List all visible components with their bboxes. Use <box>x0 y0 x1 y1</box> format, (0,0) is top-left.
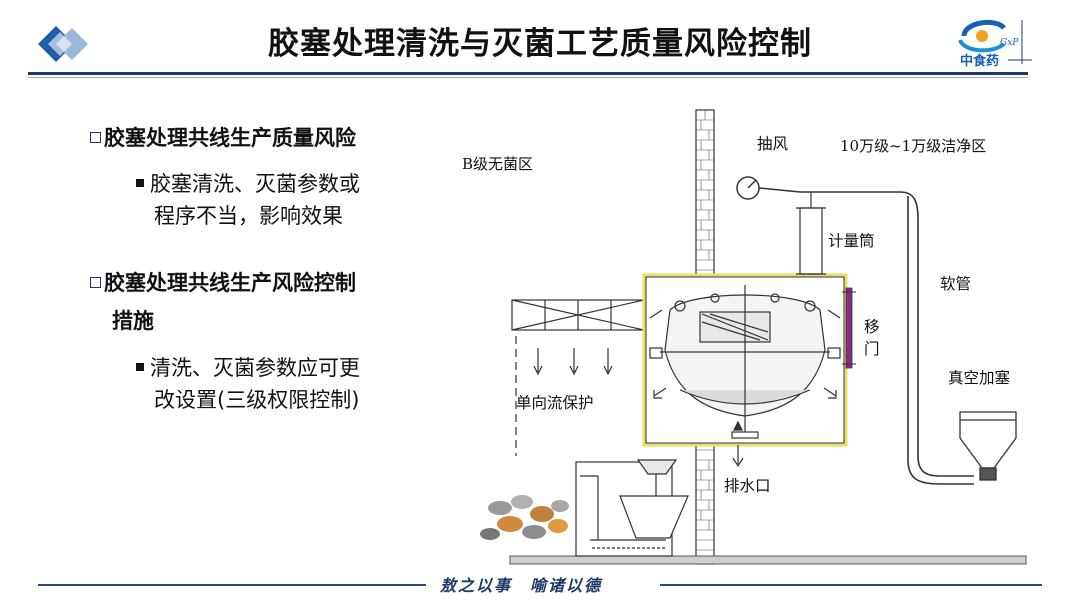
chamber-inner-border <box>645 276 845 444</box>
section2-item-line2: 改设置(三级权限控制) <box>154 388 360 412</box>
header-divider-thin <box>28 77 1028 78</box>
rotary-vessel <box>649 285 841 439</box>
section2-item: 清洗、灭菌参数应可更 改设置(三级权限控制) <box>136 352 360 416</box>
section1-item-line2: 程序不当，影响效果 <box>154 204 343 228</box>
label-clean-zone: 10万级~1万级洁净区 <box>840 137 987 155</box>
section1-heading-text: 胶塞处理共线生产质量风险 <box>104 126 356 150</box>
sliding-door <box>845 287 853 369</box>
filled-square-bullet-icon <box>136 179 144 187</box>
logo-text: 中食药 <box>960 54 1000 69</box>
company-logo-icon <box>958 19 1032 64</box>
label-hose: 软管 <box>940 275 972 293</box>
door-hinges <box>842 291 856 365</box>
section1-item: 胶塞清洗、灭菌参数或 程序不当，影响效果 <box>136 168 360 232</box>
footer-line-right <box>660 584 1042 586</box>
section2-heading-text: 胶塞处理共线生产风险控制 <box>104 271 356 295</box>
logo-gxp-text: GxP <box>1000 38 1019 48</box>
label-b-grade-zone: B级无菌区 <box>462 155 534 173</box>
floor <box>509 555 1027 565</box>
label-vacuum-loading: 真空加塞 <box>948 369 1011 387</box>
footer-line-left <box>38 584 426 586</box>
process-diagram <box>480 109 1027 565</box>
footer-motto: 敖之以事 喻诸以德 <box>440 576 603 595</box>
hose-inner <box>907 196 974 485</box>
label-metering-tube: 计量筒 <box>828 232 875 250</box>
stopper-loader-machine <box>575 459 689 557</box>
metering-tube <box>796 192 826 275</box>
vacuum-hopper <box>959 411 1017 481</box>
section1-item-line1: 胶塞清洗、灭菌参数或 <box>150 172 360 196</box>
section2-item-line1: 清洗、灭菌参数应可更 <box>150 356 360 380</box>
label-unidirectional-flow: 单向流保护 <box>516 394 594 412</box>
exhaust-fan-icon <box>736 176 900 200</box>
label-drain: 排水口 <box>724 477 771 495</box>
nav-diamond-icon <box>38 26 88 62</box>
rubber-stoppers-photo <box>480 495 569 540</box>
section2-heading-line2: 措施 <box>112 309 154 333</box>
page-title: 胶塞处理清洗与灭菌工艺质量风险控制 <box>268 26 812 62</box>
laminar-flow-hood <box>511 299 645 456</box>
hose <box>899 191 974 477</box>
drain-arrow <box>732 420 744 468</box>
filled-square-bullet-icon <box>136 363 144 371</box>
section1-heading: 胶塞处理共线生产质量风险 <box>90 122 356 152</box>
section2-heading: 胶塞处理共线生产风险控制 措施 <box>90 264 356 340</box>
hollow-square-bullet-icon <box>90 277 101 288</box>
header-divider <box>28 72 1028 75</box>
hollow-square-bullet-icon <box>90 132 101 143</box>
label-exhaust: 抽风 <box>757 135 789 153</box>
label-sliding-door: 移 门 <box>864 318 880 358</box>
